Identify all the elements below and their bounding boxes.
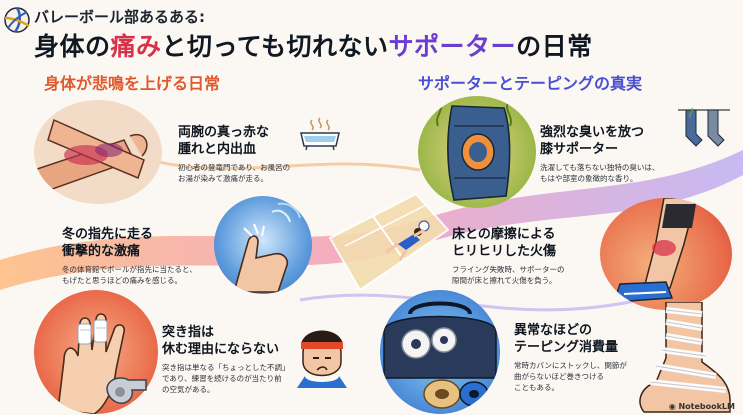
header-subtitle: バレーボール部あるある: <box>34 8 205 26</box>
item-title-line: 強烈な臭いを放つ <box>540 125 645 140</box>
smelly-knee-supporter-illustration <box>418 96 536 208</box>
item-title-line: 膝サポーター <box>540 142 619 157</box>
item-tape-usage: 異常なほどの テーピング消費量 常時カバンにストックし、関節が 曲がらないほど巻… <box>514 322 634 393</box>
item-title-line: 腫れと内出血 <box>178 142 257 157</box>
section-heading-left: 身体が悲鳴を上げる日常 <box>44 74 221 93</box>
item-desc-line: 冬の体育館でボールが指先に当たると、 <box>62 265 197 274</box>
item-floor-burn: 床との摩擦による ヒリヒリした火傷 フライング失敗時、サポーターの 隙間が床と擦… <box>452 226 602 286</box>
hanging-socks-icon <box>678 107 730 147</box>
item-desc-line: お湯が染みて激痛が走る。 <box>178 174 268 183</box>
volleyball-icon <box>4 7 30 33</box>
floor-burn-knee-illustration <box>600 198 732 310</box>
item-desc-line: 常時カバンにストックし、関節が <box>514 361 627 370</box>
item-title-line: 衝撃的な激痛 <box>62 244 141 259</box>
item-title-line: 床との摩擦による <box>452 227 556 242</box>
item-title-line: 異常なほどの <box>514 323 593 338</box>
item-desc-line: 曲がらないほど巻きつける <box>514 372 604 381</box>
item-arm-bruise: 両腕の真っ赤な 腫れと内出血 初心者の登竜門であり、お風呂の お湯が染みて激痛が… <box>178 124 308 184</box>
item-desc-line: もはや部室の象徴的な香り。 <box>540 174 638 183</box>
taped-foot-illustration <box>639 302 731 413</box>
player-face-icon <box>297 330 347 388</box>
item-desc-line: フライング失敗時、サポーターの <box>452 265 565 274</box>
item-desc-line: 初心者の登竜門であり、お風呂の <box>178 163 291 172</box>
notebooklm-brand: ◉ NotebookLM <box>668 402 735 411</box>
whistle-icon <box>106 377 147 404</box>
item-knee-supporter-smell: 強烈な臭いを放つ 膝サポーター 洗濯しても落ちない独特の臭いは、 もはや部室の象… <box>540 124 680 184</box>
bruised-arms-illustration <box>34 100 162 204</box>
item-desc-line: 隙間が床と擦れて火傷を負う。 <box>452 276 557 285</box>
section-heading-right: サポーターとテーピングの真実 <box>418 74 643 93</box>
bathtub-icon <box>300 117 340 151</box>
item-jammed-finger: 突き指は 休む理由にならない 突き指は単なる「ちょっとした不調」 であり、練習を… <box>162 324 302 395</box>
item-desc-line: もげたと思うほどの痛みを感じる。 <box>62 276 182 285</box>
item-desc-line: こともある。 <box>514 383 559 392</box>
item-desc-line: であり、練習を続けるのが当たり前 <box>162 374 282 383</box>
item-desc-line: の空気がある。 <box>162 385 215 394</box>
tape-bag-illustration <box>380 290 500 414</box>
item-title-line: 冬の指先に走る <box>62 227 154 242</box>
item-desc-line: 突き指は単なる「ちょっとした不調」 <box>162 363 290 372</box>
item-title-line: 突き指は <box>162 325 215 340</box>
item-title-line: テーピング消費量 <box>514 340 619 355</box>
item-finger-pain: 冬の指先に走る 衝撃的な激痛 冬の体育館でボールが指先に当たると、 もげたと思う… <box>62 226 222 286</box>
header-title: 身体の痛みと切っても切れないサポーターの日常 <box>34 32 593 61</box>
item-title-line: 両腕の真っ赤な <box>178 125 270 140</box>
item-title-line: ヒリヒリした火傷 <box>452 244 557 259</box>
item-desc-line: 洗濯しても落ちない独特の臭いは、 <box>540 163 660 172</box>
finger-impact-illustration <box>214 196 312 294</box>
court-diving-player-illustration <box>328 192 450 292</box>
item-title-line: 休む理由にならない <box>162 342 280 357</box>
